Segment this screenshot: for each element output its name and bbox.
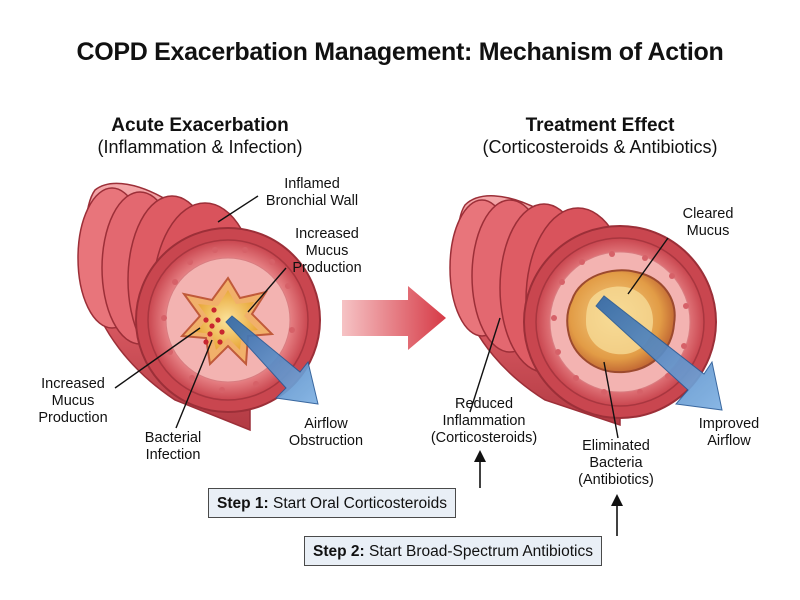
step-1-text: Start Oral Corticosteroids bbox=[273, 495, 447, 512]
step-1-prefix: Step 1: bbox=[217, 495, 269, 512]
step-2-prefix: Step 2: bbox=[313, 543, 365, 560]
right-airway-tube bbox=[449, 195, 723, 427]
label-improved-airflow: Improved Airflow bbox=[698, 416, 760, 449]
label-reduced-inflammation: Reduced Inflammation (Corticosteroids) bbox=[430, 396, 538, 446]
step-pointers bbox=[474, 450, 623, 536]
improved-airflow-arrow bbox=[595, 295, 723, 411]
leader-lines bbox=[114, 195, 669, 439]
label-bacterial-infection: Bacterial Infection bbox=[144, 430, 202, 463]
label-increased-mucus-left: Increased Mucus Production bbox=[38, 376, 108, 426]
step-2-box: Step 2: Start Broad-Spectrum Antibiotics bbox=[304, 536, 602, 566]
left-panel-subheading: (Inflammation & Infection) bbox=[97, 137, 303, 157]
label-increased-mucus-top: Increased Mucus Production bbox=[292, 226, 362, 276]
left-airway-tube bbox=[77, 182, 321, 432]
label-airflow-obstruction: Airflow Obstruction bbox=[288, 416, 364, 449]
label-inflamed-bronchial-wall: Inflamed Bronchial Wall bbox=[265, 176, 359, 209]
label-cleared-mucus: Cleared Mucus bbox=[682, 206, 734, 239]
left-panel-heading: Acute Exacerbation bbox=[111, 115, 289, 136]
transition-arrow bbox=[342, 286, 446, 350]
label-eliminated-bacteria: Eliminated Bacteria (Antibiotics) bbox=[578, 438, 654, 488]
right-panel-subheading: (Corticosteroids & Antibiotics) bbox=[482, 137, 718, 157]
bacteria-cluster bbox=[203, 307, 225, 345]
step-2-text: Start Broad-Spectrum Antibiotics bbox=[369, 543, 593, 560]
page-title: COPD Exacerbation Management: Mechanism … bbox=[76, 38, 724, 66]
right-panel-heading: Treatment Effect bbox=[525, 115, 675, 136]
step-1-box: Step 1: Start Oral Corticosteroids bbox=[208, 488, 456, 518]
airflow-obstruction-arrow bbox=[225, 315, 319, 405]
